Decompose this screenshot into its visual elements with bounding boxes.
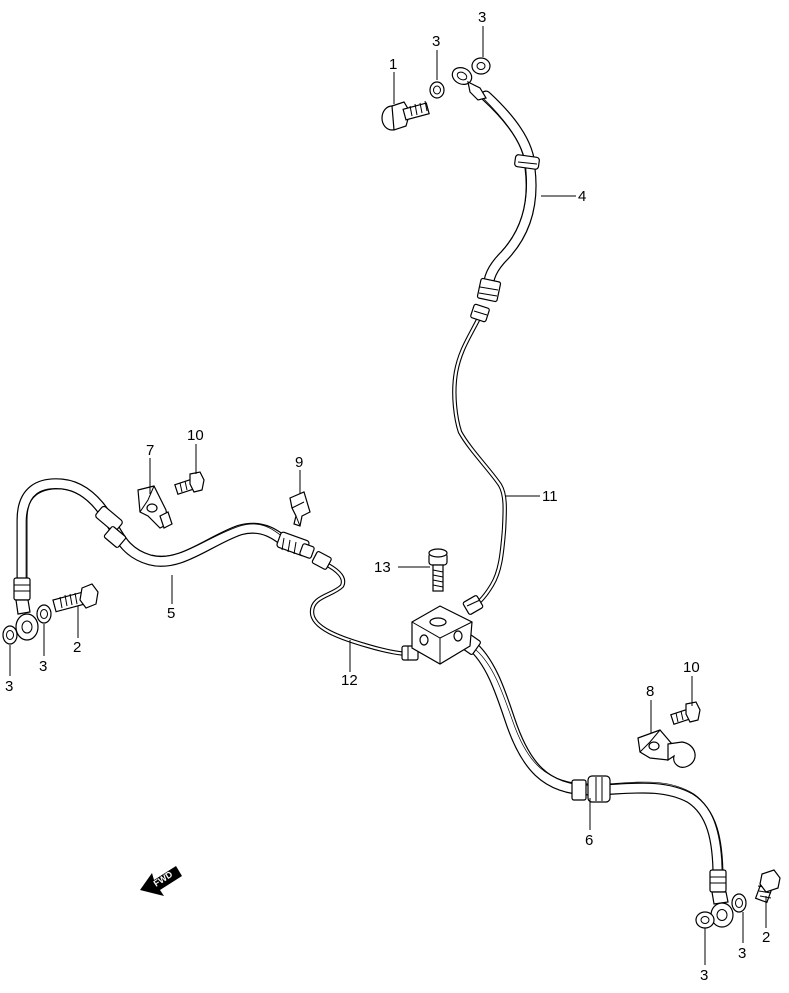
bracket-8: [637, 729, 696, 768]
callout-3-left-a: 3: [5, 678, 13, 695]
callout-10-right: 10: [683, 659, 700, 676]
washer-3-top-a: [429, 81, 445, 99]
callout-12: 12: [341, 672, 358, 689]
callout-7: 7: [146, 442, 154, 459]
bolt-13: [428, 548, 448, 592]
bolt-10-right: [670, 701, 701, 725]
callout-2-left: 2: [73, 639, 81, 656]
callout-6: 6: [585, 832, 593, 849]
brake-pipe-vertical: [452, 303, 507, 615]
clip-9: [289, 491, 311, 527]
callout-13: 13: [374, 559, 391, 576]
callout-3-top-b: 3: [478, 9, 486, 26]
callout-2-right: 2: [762, 929, 770, 946]
callout-4: 4: [578, 188, 586, 205]
washer-3-left-a: [2, 625, 18, 645]
callout-9: 9: [295, 454, 303, 471]
callout-11: 11: [542, 488, 558, 505]
callout-8: 8: [646, 683, 654, 700]
brake-hose-upper: [451, 67, 540, 303]
callout-5: 5: [167, 605, 175, 622]
washer-3-right-b: [731, 893, 747, 913]
union-bolt-2-left: [52, 583, 99, 613]
callout-3-top-a: 3: [432, 33, 440, 50]
brake-hose-right: [459, 633, 734, 928]
leader-lines: [9, 26, 767, 965]
union-bolt-2-right: [754, 869, 781, 904]
washer-3-left-b: [36, 604, 52, 624]
fwd-arrow-icon: FWD: [140, 866, 182, 896]
callout-3-right-a: 3: [700, 967, 708, 984]
callout-3-left-b: 3: [39, 658, 47, 675]
washer-3-top-b: [471, 57, 491, 75]
washer-3-right-a: [695, 911, 715, 929]
callout-3-right-b: 3: [738, 945, 746, 962]
union-bolt-1: [381, 100, 430, 131]
callout-1: 1: [389, 56, 397, 73]
brake-junction-block: [411, 605, 473, 665]
bracket-7: [137, 485, 173, 529]
callout-labels: 1 3 3 4 11 13 7 10 9 5 2 3 3 12 8 10 6 2…: [5, 9, 770, 984]
brake-hose-left: [13, 478, 315, 641]
callout-10-left: 10: [187, 427, 204, 444]
bolt-10-left: [174, 471, 205, 495]
